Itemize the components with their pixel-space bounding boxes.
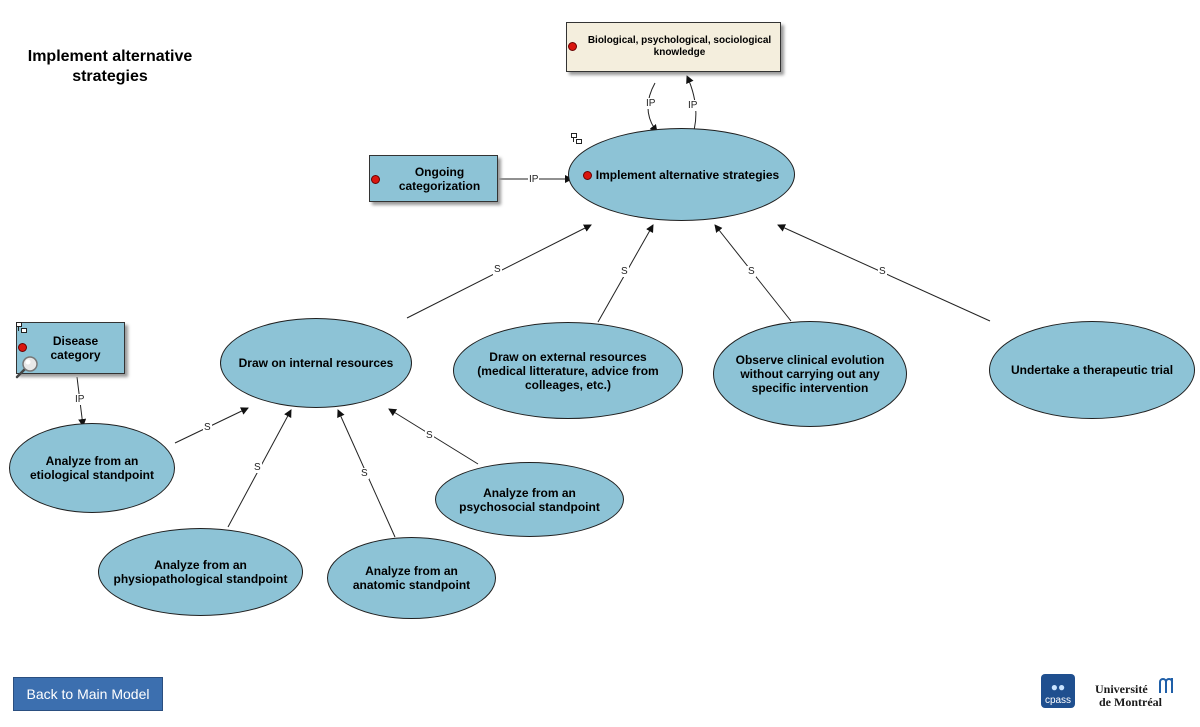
marker-dot (568, 42, 577, 51)
edge-label-ip: IP (687, 100, 699, 111)
udem-logo-line2: de Montréal (1099, 695, 1162, 709)
edge-label-s: S (878, 266, 887, 277)
people-icon: ●● (1050, 680, 1066, 694)
node-anatomic-label: Analyze from an anatomic standpoint (352, 564, 471, 592)
marker-dot (583, 171, 592, 180)
node-psychosocial[interactable]: Analyze from an psychosocial standpoint (435, 462, 624, 537)
edge-label-s: S (203, 422, 212, 433)
node-anatomic[interactable]: Analyze from an anatomic standpoint (327, 537, 496, 619)
node-observe-evolution[interactable]: Observe clinical evolution without carry… (713, 321, 907, 427)
node-etiological-label: Analyze from an etiological standpoint (29, 454, 154, 482)
marker-dot (18, 343, 27, 352)
edge-label-s: S (747, 266, 756, 277)
node-psychosocial-label: Analyze from an psychosocial standpoint (459, 485, 600, 514)
node-implement-strategies[interactable]: Implement alternative strategies (568, 128, 795, 221)
udem-emblem-icon (1159, 678, 1173, 693)
edge-label-s: S (620, 266, 629, 277)
edge-label-ip: IP (74, 394, 86, 405)
edge-label-ip: IP (528, 174, 540, 185)
node-implement-label: Implement alternative strategies (595, 167, 780, 182)
node-internal-label: Draw on internal resources (238, 356, 394, 370)
udem-logo-line1: Université (1095, 682, 1148, 696)
edge-label-s: S (493, 264, 502, 275)
node-bio-knowledge-label: Biological, psychological, sociological … (587, 35, 772, 58)
node-disease-label: Disease category (50, 334, 101, 362)
node-ongoing-label: Ongoing categorization (398, 164, 481, 193)
node-external-label: Draw on external resources (medical litt… (477, 349, 659, 392)
edge-label-s: S (425, 430, 434, 441)
node-trial-label: Undertake a therapeutic trial (1010, 363, 1174, 377)
node-physio-label: Analyze from an physiopathological stand… (113, 558, 288, 586)
cpass-logo-text: cpass (1044, 695, 1072, 706)
edge-label-ip: IP (645, 98, 657, 109)
edge-label-s: S (253, 462, 262, 473)
node-etiological[interactable]: Analyze from an etiological standpoint (9, 423, 175, 513)
submodel-icon[interactable] (571, 133, 582, 144)
page-title: Implement alternative strategies (27, 48, 193, 85)
udem-logo: Université de Montréal (1092, 676, 1182, 712)
edge-label-s: S (360, 468, 369, 479)
cpass-logo: ●● cpass (1041, 674, 1075, 708)
node-physiopathological[interactable]: Analyze from an physiopathological stand… (98, 528, 303, 616)
node-external-resources[interactable]: Draw on external resources (medical litt… (453, 322, 683, 419)
node-bio-knowledge[interactable]: Biological, psychological, sociological … (566, 22, 781, 72)
magnifier-icon[interactable] (14, 354, 40, 380)
node-ongoing-categorization[interactable]: Ongoing categorization (369, 155, 498, 202)
submodel-icon[interactable] (16, 322, 27, 333)
node-therapeutic-trial[interactable]: Undertake a therapeutic trial (989, 321, 1195, 419)
node-observe-label: Observe clinical evolution without carry… (735, 353, 885, 395)
node-internal-resources[interactable]: Draw on internal resources (220, 318, 412, 408)
marker-dot (371, 175, 380, 184)
back-to-main-model-button[interactable]: Back to Main Model (13, 677, 163, 711)
